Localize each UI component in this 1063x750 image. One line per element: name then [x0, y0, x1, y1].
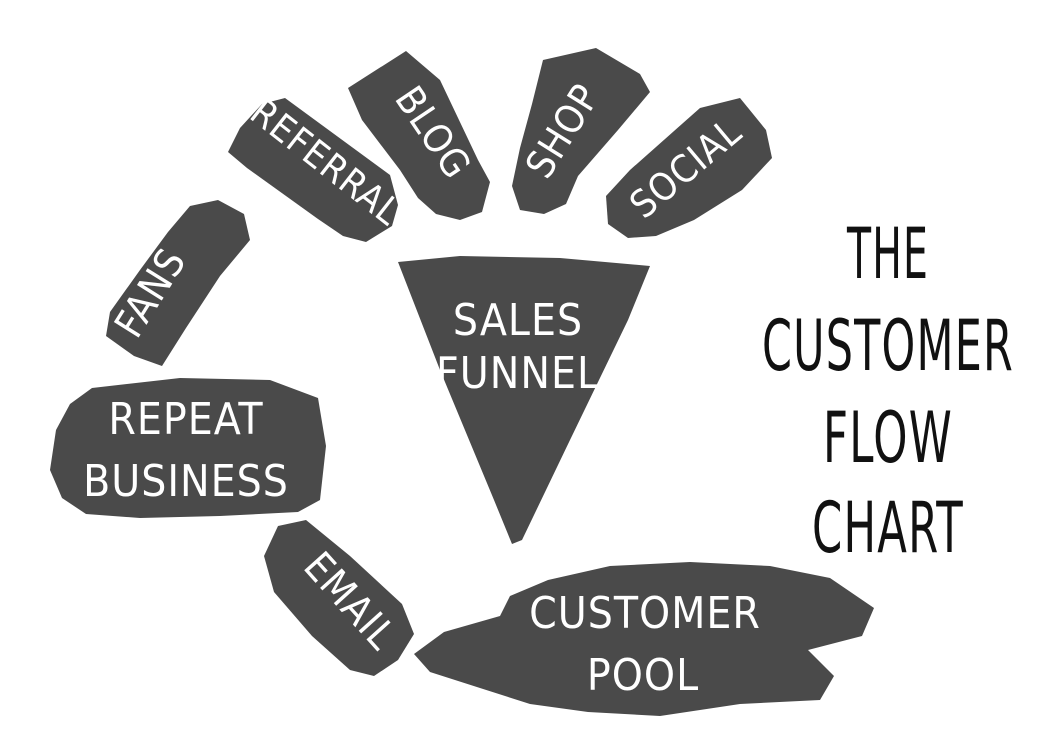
- sales-funnel-label-line2: FUNNEL: [436, 348, 600, 399]
- email-brush-shape: [264, 520, 414, 676]
- customer-pool-label-line2: POOL: [587, 650, 699, 701]
- title-line-2: CUSTOMER: [762, 305, 1014, 387]
- customer-pool-shape: [414, 562, 874, 716]
- social-node: SOCIAL: [606, 98, 772, 238]
- fans-brush-shape: [106, 200, 250, 366]
- fans-node: FANS: [106, 200, 250, 366]
- title-line-3: FLOW: [823, 397, 953, 479]
- blog-node: BLOG: [348, 51, 490, 220]
- customer-pool-node: CUSTOMER POOL: [414, 562, 874, 716]
- referral-brush-shape: [228, 98, 398, 242]
- sales-funnel-shape: [398, 256, 650, 544]
- social-brush-shape: [606, 98, 772, 238]
- title-line-4: CHART: [812, 487, 964, 569]
- sales-funnel-label-line1: SALES: [453, 295, 583, 346]
- shop-brush-shape: [512, 48, 650, 214]
- email-node: EMAIL: [264, 520, 414, 676]
- title-line-1: THE: [846, 213, 929, 295]
- repeat-business-shape: [50, 378, 326, 518]
- blog-brush-shape: [348, 51, 490, 220]
- chart-title: THE CUSTOMER FLOW CHART: [762, 213, 1014, 569]
- customer-pool-label-line1: CUSTOMER: [529, 588, 761, 639]
- sales-funnel-node: SALES FUNNEL: [398, 256, 650, 544]
- repeat-business-node: REPEAT BUSINESS: [50, 378, 326, 518]
- repeat-business-label-line1: REPEAT: [108, 394, 263, 445]
- repeat-business-label-line2: BUSINESS: [83, 456, 289, 507]
